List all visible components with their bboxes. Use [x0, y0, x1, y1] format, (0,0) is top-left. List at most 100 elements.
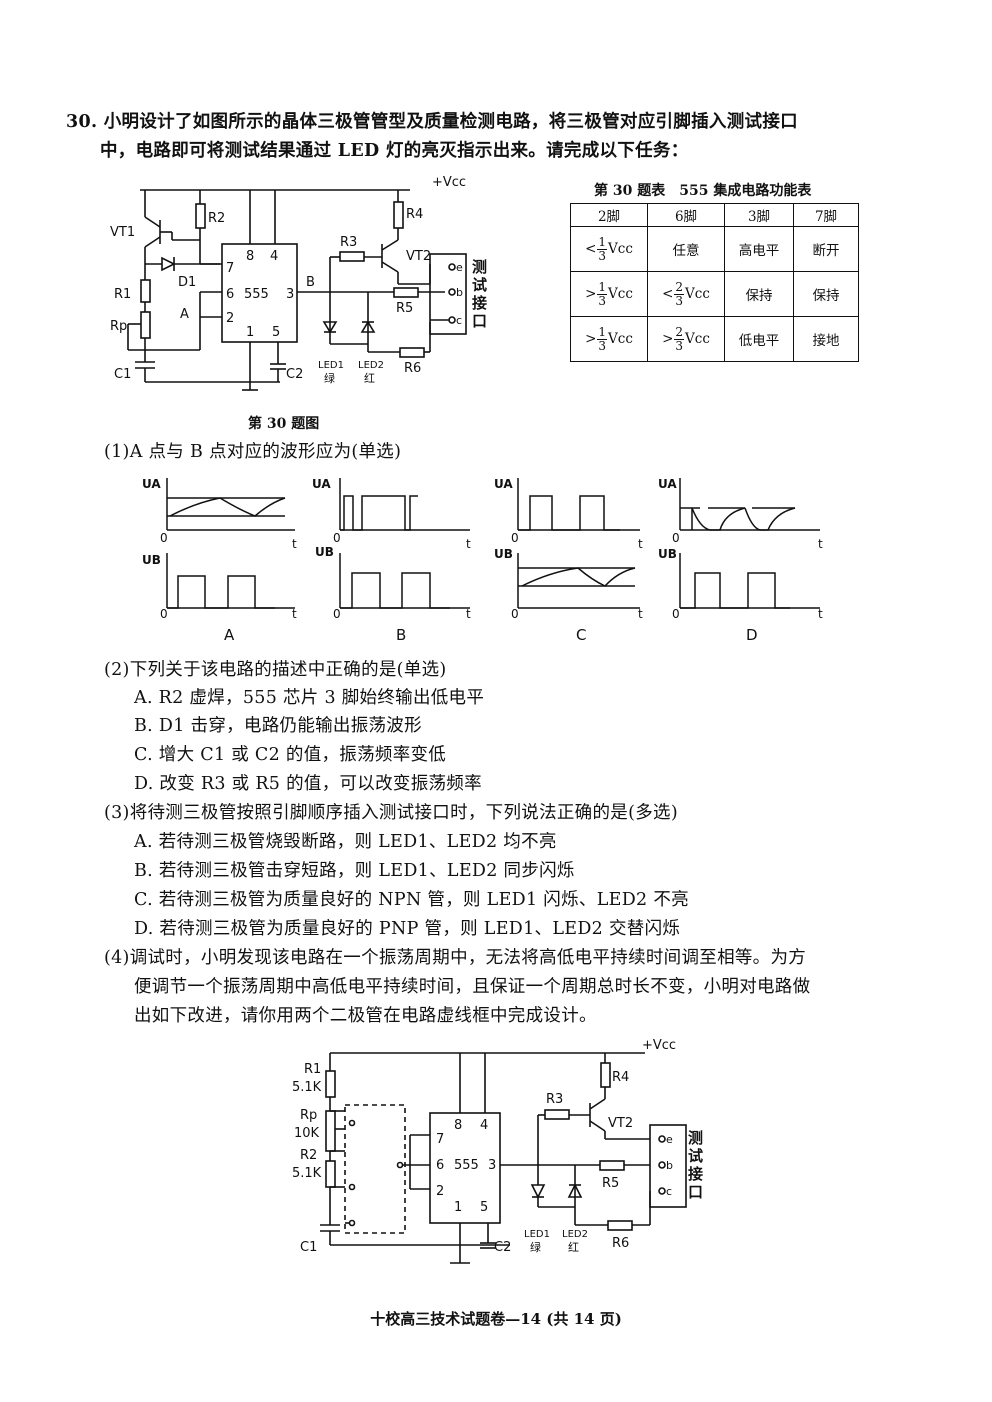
q2-option-d: D. 改变 R3 或 R5 的值，可以改变振荡频率 — [134, 774, 482, 794]
svg-text:4: 4 — [480, 1118, 488, 1133]
q4-line3: 出如下改进，请你用两个二极管在电路虚线框中完成设计。 — [134, 1006, 597, 1026]
svg-text:VT1: VT1 — [110, 225, 135, 240]
svg-text:LED2: LED2 — [358, 360, 384, 371]
svg-text:C1: C1 — [114, 367, 131, 382]
svg-text:0: 0 — [672, 607, 680, 621]
svg-text:b: b — [666, 1159, 673, 1172]
svg-text:6: 6 — [226, 287, 234, 302]
svg-text:LED1: LED1 — [524, 1229, 550, 1240]
svg-text:0: 0 — [511, 607, 519, 621]
svg-text:Rp: Rp — [300, 1108, 317, 1123]
svg-text:R1: R1 — [304, 1062, 321, 1077]
svg-text:t: t — [292, 537, 297, 551]
svg-text:c: c — [666, 1185, 672, 1198]
svg-text:3: 3 — [488, 1158, 496, 1173]
svg-text:LED2: LED2 — [562, 1229, 588, 1240]
svg-text:555: 555 — [244, 287, 269, 302]
q3-option-a: A. 若待测三极管烧毁断路，则 LED1、LED2 均不亮 — [134, 832, 557, 852]
svg-text:1: 1 — [246, 325, 254, 340]
svg-text:7: 7 — [226, 261, 234, 276]
svg-text:R3: R3 — [340, 235, 357, 250]
q2-prompt: (2)下列关于该电路的描述中正确的是(单选) — [104, 660, 447, 680]
svg-text:试: 试 — [472, 276, 487, 294]
svg-text:5.1K: 5.1K — [292, 1166, 322, 1181]
svg-text:e: e — [666, 1133, 673, 1146]
svg-text:2: 2 — [226, 311, 234, 326]
option-a-label: A — [224, 626, 235, 644]
q4-line1: (4)调试时，小明发现该电路在一个振荡周期中，无法将高低电平持续时间调至相等。为… — [104, 948, 807, 968]
svg-text:UB: UB — [315, 545, 334, 559]
svg-text:UA: UA — [494, 477, 513, 491]
question-intro-line2: 中，电路即可将测试结果通过 LED 灯的亮灭指示出来。请完成以下任务： — [100, 141, 689, 161]
svg-text:R5: R5 — [602, 1176, 619, 1191]
svg-text:t: t — [638, 607, 643, 621]
svg-text:试: 试 — [688, 1147, 703, 1165]
option-c-label: C — [576, 626, 586, 644]
svg-text:8: 8 — [454, 1118, 462, 1133]
svg-text:R3: R3 — [546, 1092, 563, 1107]
q2-option-b: B. D1 击穿，电路仍能输出振荡波形 — [134, 716, 422, 736]
q2-option-c: C. 增大 C1 或 C2 的值，振荡频率变低 — [134, 745, 447, 765]
svg-text:VT2: VT2 — [608, 1116, 633, 1131]
svg-text:测: 测 — [688, 1129, 703, 1147]
svg-text:e: e — [456, 261, 463, 274]
svg-text:口: 口 — [688, 1183, 703, 1201]
svg-text:接: 接 — [472, 294, 487, 312]
page-footer: 十校高三技术试题卷—14 (共 14 页) — [370, 1310, 622, 1328]
svg-text:t: t — [466, 607, 471, 621]
svg-text:R2: R2 — [208, 211, 225, 226]
svg-text:R4: R4 — [612, 1070, 629, 1085]
svg-text:0: 0 — [333, 607, 341, 621]
svg-text:测: 测 — [472, 258, 487, 276]
svg-text:t: t — [818, 537, 823, 551]
svg-text:t: t — [292, 607, 297, 621]
svg-text:R4: R4 — [406, 207, 423, 222]
svg-text:R2: R2 — [300, 1148, 317, 1163]
q3-option-c: C. 若待测三极管为质量良好的 NPN 管，则 LED1 闪烁、LED2 不亮 — [134, 890, 689, 910]
q3-prompt: (3)将待测三极管按照引脚顺序插入测试接口时，下列说法正确的是(多选) — [104, 803, 678, 823]
svg-text:B: B — [306, 275, 315, 290]
svg-text:+Vcc: +Vcc — [642, 1038, 676, 1053]
svg-text:c: c — [456, 314, 462, 327]
svg-text:8: 8 — [246, 249, 254, 264]
svg-text:UA: UA — [658, 477, 677, 491]
svg-text:0: 0 — [333, 531, 341, 545]
question-intro-line1: 30. 小明设计了如图所示的晶体三极管管型及质量检测电路，将三极管对应引脚插入测… — [66, 112, 798, 132]
figure-caption: 第 30 题图 — [248, 416, 320, 432]
q1-prompt: (1)A 点与 B 点对应的波形应为(单选) — [104, 442, 402, 462]
svg-text:555: 555 — [454, 1158, 479, 1173]
q3-option-b: B. 若待测三极管击穿短路，则 LED1、LED2 同步闪烁 — [134, 861, 575, 881]
svg-text:口: 口 — [472, 312, 487, 330]
svg-text:R6: R6 — [612, 1236, 629, 1251]
svg-text:t: t — [638, 537, 643, 551]
svg-text:UB: UB — [142, 553, 161, 567]
svg-text:t: t — [466, 537, 471, 551]
svg-text:7: 7 — [436, 1132, 444, 1147]
svg-text:C2: C2 — [494, 1240, 511, 1255]
q3-option-d: D. 若待测三极管为质量良好的 PNP 管，则 LED1、LED2 交替闪烁 — [134, 919, 681, 939]
svg-text:绿: 绿 — [324, 371, 335, 385]
svg-text:5: 5 — [272, 325, 280, 340]
svg-text:2: 2 — [436, 1184, 444, 1199]
svg-text:C1: C1 — [300, 1240, 317, 1255]
svg-text:0: 0 — [160, 607, 168, 621]
table-title: 第 30 题表 555 集成电路功能表 — [594, 183, 812, 199]
svg-text:VT2: VT2 — [406, 249, 431, 264]
svg-text:t: t — [818, 607, 823, 621]
svg-text:0: 0 — [672, 531, 680, 545]
svg-text:4: 4 — [270, 249, 278, 264]
svg-text:R6: R6 — [404, 361, 421, 376]
svg-text:5.1K: 5.1K — [292, 1080, 322, 1095]
option-d-label: D — [746, 626, 758, 644]
circuit-diagram-2: +Vcc R1 5.1K Rp 10K R2 5.1K C1 7 8 4 6 5… — [292, 1038, 703, 1264]
svg-text:b: b — [456, 286, 463, 299]
svg-text:1: 1 — [454, 1200, 462, 1215]
svg-text:Rp: Rp — [110, 319, 127, 334]
svg-text:0: 0 — [511, 531, 519, 545]
svg-text:绿: 绿 — [530, 1240, 541, 1254]
svg-text:R5: R5 — [396, 301, 413, 316]
